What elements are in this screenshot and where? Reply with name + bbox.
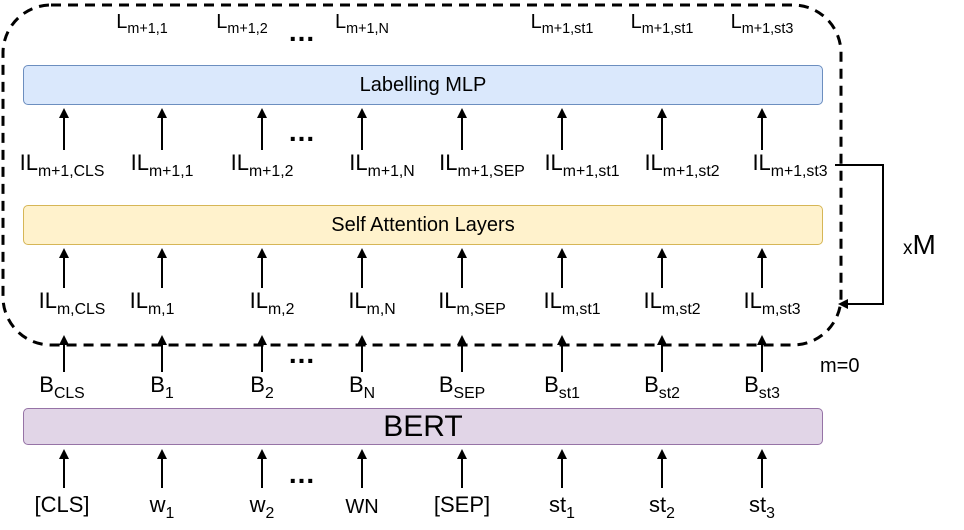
input-token: [CLS] [34,492,90,517]
intermediate-label: ILm+1,CLS [19,150,105,180]
repeat-count-label: xM [903,229,936,260]
input-token: WN [345,496,379,518]
recurrence-loop-arrow [835,164,884,309]
output-label: Lm+1,N [335,11,389,38]
repeat-block-dashed-border [1,3,843,347]
intermediate-label: ILm+1,st3 [752,150,828,180]
input-token: st1 [549,492,575,522]
intermediate-label: ILm+1,1 [130,150,194,180]
bert-output-label: BN [348,372,376,402]
intermediate-label: ILm,st3 [743,288,801,318]
bert-output-label: B1 [150,372,174,402]
initial-layer-label: m=0 [820,355,860,377]
bert-output-label: Bst2 [644,372,680,402]
arrows [59,108,767,488]
input-token: w1 [149,492,175,522]
intermediate-label: ILm,SEP [438,288,506,318]
labelling-mlp-block: Labelling MLP [23,65,823,105]
bert-output-label: BCLS [39,372,85,402]
intermediate-label: ILm,N [348,288,396,318]
intermediate-label: ILm+1,SEP [439,150,525,180]
input-token-row: [CLS] w1 w2 WN [SEP] st1 st2 st3 [0,494,964,528]
intermediate-label: ILm+1,st1 [544,150,620,180]
bert-output-label: Bst3 [744,372,780,402]
ellipsis: ... [288,458,316,489]
il-m-row: ILm,CLS ILm,1 ILm,2 ILm,N ILm,SEP ILm,st… [0,290,964,324]
bert-block: BERT [23,408,823,445]
intermediate-label: ILm,st1 [543,288,601,318]
intermediate-label: ILm+1,st2 [644,150,720,180]
bert-label: BERT [383,409,463,443]
output-label: Lm+1,2 [216,11,268,38]
intermediate-label: ILm,st2 [643,288,701,318]
intermediate-label: ILm+1,2 [230,150,294,180]
self-attention-block: Self Attention Layers [23,205,823,245]
ellipsis: ... [288,116,316,147]
output-label: Lm+1,st1 [630,11,694,38]
output-label: Lm+1,st1 [530,11,594,38]
bert-output-label: B2 [250,372,274,402]
intermediate-label: ILm,2 [249,288,295,318]
output-label-row: Lm+1,1 Lm+1,2 Lm+1,N Lm+1,st1 Lm+1,st1 L… [0,12,964,42]
output-label: Lm+1,st3 [730,11,794,38]
bert-output-label: BSEP [438,372,486,402]
il-m-plus-1-row: ILm+1,CLS ILm+1,1 ILm+1,2 ILm+1,N ILm+1,… [0,152,964,186]
ellipsis: ... [288,338,316,369]
bert-output-row: BCLS B1 B2 BN BSEP Bst1 Bst2 Bst3 [0,374,964,408]
intermediate-label: ILm+1,N [349,150,415,180]
input-token: w2 [249,492,275,522]
intermediate-label: ILm,1 [129,288,175,318]
output-label: Lm+1,1 [116,11,168,38]
self-attention-label: Self Attention Layers [331,213,515,236]
intermediate-label: ILm,CLS [38,288,106,318]
input-token: [SEP] [433,492,491,517]
labelling-mlp-label: Labelling MLP [359,73,487,96]
ellipsis: ... [288,16,316,47]
bert-output-label: Bst1 [544,372,580,402]
input-token: st3 [749,492,775,522]
input-token: st2 [649,492,675,522]
